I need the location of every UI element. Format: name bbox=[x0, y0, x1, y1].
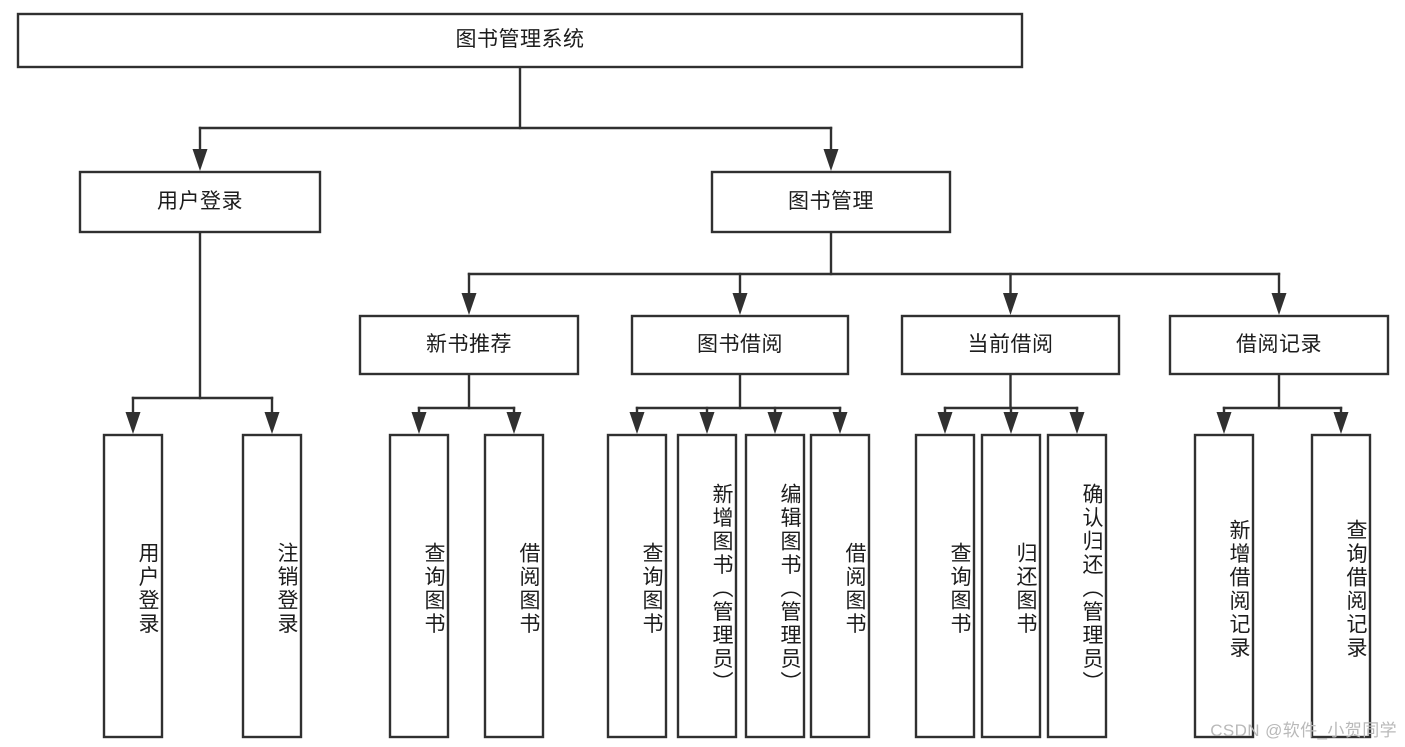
node-box-leaf_bw_edit bbox=[744, 433, 806, 739]
arrow-head-icon bbox=[461, 293, 477, 315]
arrow-head-icon bbox=[629, 412, 645, 434]
arrow-head-icon bbox=[699, 412, 715, 434]
node-box-leaf_cur_query bbox=[914, 433, 976, 739]
arrow-head-icon bbox=[767, 412, 783, 434]
node-box-leaf_rec_add bbox=[1193, 433, 1255, 739]
node-box-leaf_bw_borrow bbox=[809, 433, 871, 739]
arrow-head-icon bbox=[1003, 293, 1018, 315]
arrow-head-icon bbox=[1216, 412, 1232, 434]
arrow-head-icon bbox=[823, 149, 839, 171]
watermark-credit: CSDN @软件_小贺同学 bbox=[1210, 721, 1397, 740]
arrow-head-icon bbox=[264, 412, 280, 434]
arrow-head-icon bbox=[1271, 293, 1287, 315]
node-box-root bbox=[16, 12, 1024, 69]
arrow-head-icon bbox=[832, 412, 848, 434]
node-box-leaf_nb_borrow bbox=[483, 433, 545, 739]
node-box-leaf_user_login bbox=[102, 433, 164, 739]
node-box-leaf_rec_query bbox=[1310, 433, 1372, 739]
arrow-head-icon bbox=[506, 412, 522, 434]
connector-layer bbox=[125, 65, 1349, 434]
node-box-leaf_cur_return bbox=[980, 433, 1042, 739]
arrow-head-icon bbox=[1003, 412, 1019, 434]
box-layer bbox=[16, 12, 1390, 739]
node-box-l2_current bbox=[900, 314, 1121, 376]
arrow-head-icon bbox=[732, 293, 748, 315]
arrow-head-icon bbox=[125, 412, 141, 434]
arrow-head-icon bbox=[1069, 412, 1085, 434]
node-box-leaf_bw_add bbox=[676, 433, 738, 739]
arrow-head-icon bbox=[1333, 412, 1349, 434]
arrow-head-icon bbox=[192, 149, 208, 171]
node-box-l2_borrow bbox=[630, 314, 850, 376]
node-box-l2_new_book bbox=[358, 314, 580, 376]
arrow-head-icon bbox=[937, 412, 953, 434]
arrow-head-icon bbox=[411, 412, 427, 434]
node-box-l2_record bbox=[1168, 314, 1390, 376]
node-box-l1_user_login bbox=[78, 170, 322, 234]
node-box-l1_book_manage bbox=[710, 170, 952, 234]
node-box-leaf_logout bbox=[241, 433, 303, 739]
node-box-leaf_nb_query bbox=[388, 433, 450, 739]
node-box-leaf_cur_confirm bbox=[1046, 433, 1108, 739]
node-box-leaf_bw_query bbox=[606, 433, 668, 739]
